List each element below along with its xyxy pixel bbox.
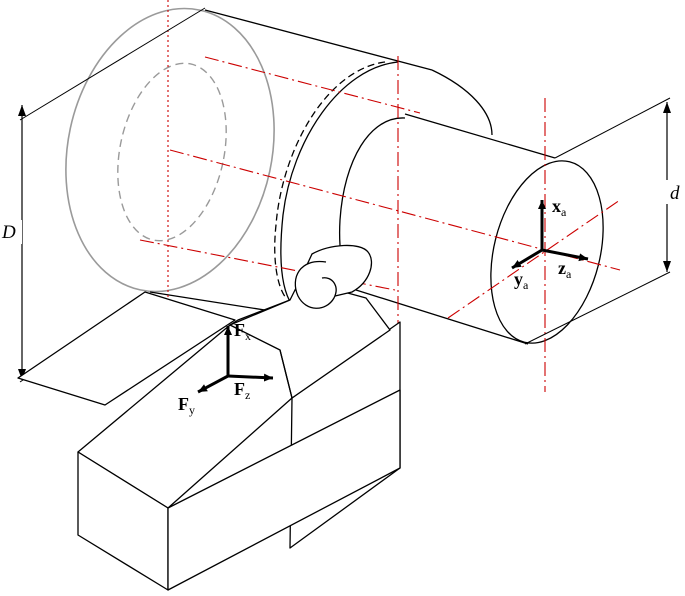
large-cylinder-front-face <box>431 69 493 136</box>
force-Fx-label: Fx <box>234 320 251 343</box>
force-Fy-label: Fy <box>178 394 195 417</box>
cutting-insert <box>294 244 373 309</box>
force-Fz-label: Fz <box>234 379 250 402</box>
dimension-d: d <box>524 97 680 345</box>
workpiece-axes <box>511 200 589 270</box>
dimension-d-label-bg <box>660 180 680 204</box>
tool-holder-ridge <box>279 349 293 399</box>
force-Fy-arrow <box>197 374 229 394</box>
top-generatrix-line <box>204 56 421 114</box>
insert-chip-curl <box>294 260 337 309</box>
dimension-D-ext-top <box>19 7 206 121</box>
large-cylinder <box>65 7 493 315</box>
axis-za-arrow <box>541 248 589 262</box>
small-cylinder <box>355 113 604 345</box>
large-cylinder-back-face <box>65 7 275 293</box>
cutting-tool <box>17 279 401 591</box>
dimension-d-ext-top <box>554 97 671 159</box>
tool-shank-back <box>17 291 236 406</box>
shoulder-outer-arc <box>280 61 399 306</box>
large-cylinder-top-edge <box>204 9 433 71</box>
force-axes <box>197 326 274 394</box>
axis-za-label: za <box>558 258 572 281</box>
dimension-D-label-bg <box>0 220 22 244</box>
end-face-diagonal <box>447 199 621 319</box>
dimension-d-ext-bottom <box>524 271 671 345</box>
force-Fz-arrow <box>227 373 274 382</box>
axis-ya-label: ya <box>514 269 529 292</box>
dimension-d-label: d <box>670 183 680 204</box>
axis-ya-arrow <box>511 248 543 270</box>
large-cylinder-back-inner-circle <box>117 62 227 242</box>
tool-front-face-right <box>167 389 401 591</box>
small-cylinder-bottom-edge <box>355 289 529 345</box>
axis-xa-label: xa <box>552 196 567 219</box>
small-cylinder-top-edge <box>404 113 556 159</box>
dimension-D-label: D <box>1 222 16 243</box>
